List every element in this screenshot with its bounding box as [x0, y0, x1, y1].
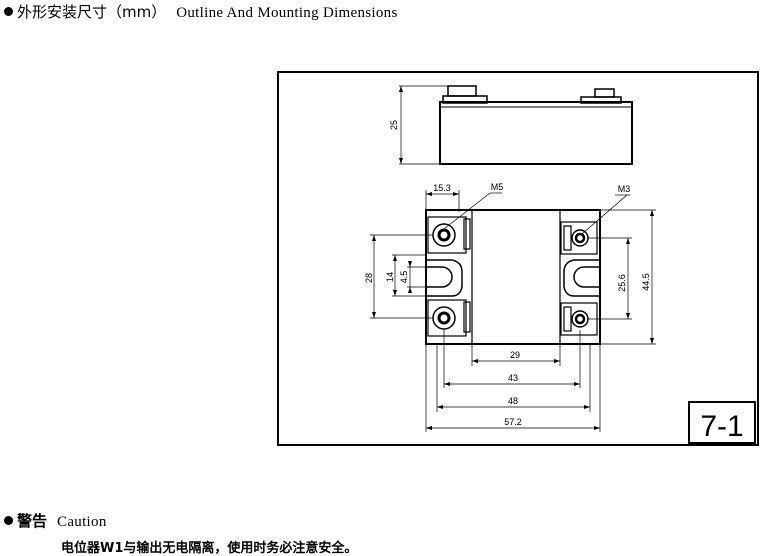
dimension-lines	[370, 190, 656, 432]
control-screw-2	[571, 310, 589, 328]
caution-title-zh: 警告	[17, 512, 48, 530]
dim-43: 43	[508, 373, 518, 383]
header-title-en: Outline And Mounting Dimensions	[176, 5, 398, 21]
section-header-outline: 外形安装尺寸（mm） Outline And Mounting Dimension…	[4, 1, 398, 22]
dim-29: 29	[510, 350, 520, 360]
dim-height-25: 25	[389, 120, 399, 130]
dim-14: 14	[385, 272, 395, 282]
dim-44-5: 44.5	[641, 273, 651, 291]
terminal-screw-1	[432, 223, 456, 247]
dim-28: 28	[364, 273, 374, 283]
terminal-screw-2	[432, 306, 456, 330]
left-mount-slot	[426, 259, 463, 297]
caution-title-en: Caution	[57, 514, 107, 530]
right-mount-slot	[563, 259, 600, 297]
figure-number: 7-1	[700, 410, 743, 443]
side-view	[399, 85, 633, 165]
bullet-icon	[4, 516, 13, 525]
control-screw-1	[571, 229, 589, 247]
label-m5: M5	[491, 182, 504, 192]
caution-header: 警告 Caution	[4, 510, 107, 531]
header-title-zh: 外形安装尺寸（mm）	[17, 3, 167, 21]
dim-48: 48	[508, 396, 518, 406]
top-view	[425, 209, 601, 345]
dim-25-6: 25.6	[617, 274, 627, 292]
side-body	[439, 101, 633, 165]
figure-number-box	[688, 401, 756, 444]
dim-15-3: 15.3	[433, 183, 451, 193]
caution-text: 电位器W1与输出无电隔离，使用时务必注意安全。	[61, 541, 358, 556]
dim-4-5: 4.5	[399, 271, 409, 284]
label-m3: M3	[618, 184, 631, 194]
bullet-icon	[4, 7, 13, 16]
drawing-frame	[277, 71, 759, 446]
center-block	[471, 209, 561, 345]
dim-57-2: 57.2	[504, 417, 522, 427]
